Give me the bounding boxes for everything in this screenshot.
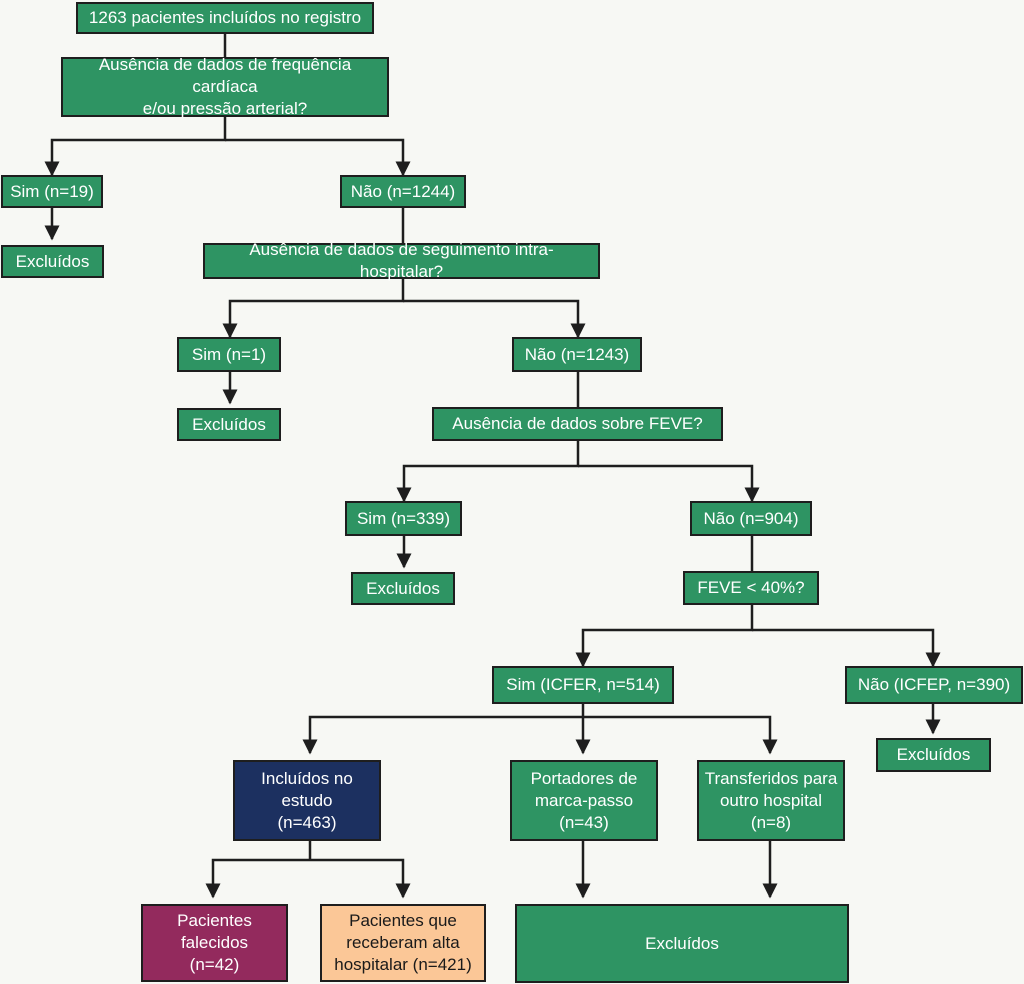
excluded-box: Excluídos: [876, 738, 991, 772]
connector: [396, 440, 580, 503]
connector: [752, 628, 941, 668]
discharged-patients-box: Pacientes que receberam alta hospitalar …: [320, 904, 486, 982]
excluded-box-final: Excluídos: [515, 904, 849, 983]
excluded-box: Excluídos: [351, 572, 455, 605]
icfer-box: Sim (ICFER, n=514): [492, 666, 674, 704]
total-patients-box: 1263 pacientes incluídos no registro: [76, 2, 374, 34]
connector: [225, 138, 411, 177]
excluded-box: Excluídos: [1, 245, 104, 278]
connector: [583, 715, 778, 755]
connector: [575, 604, 754, 668]
transferred-box: Transferidos para outro hospital (n=8): [697, 760, 845, 841]
no-box-n1243: Não (n=1243): [512, 337, 642, 372]
feve-40-question-box: FEVE < 40%?: [683, 571, 819, 605]
feve-question-box: Ausência de dados sobre FEVE?: [432, 407, 723, 441]
connector: [403, 299, 586, 339]
no-box-n1244: Não (n=1244): [340, 175, 466, 208]
yes-box-n19: Sim (n=19): [1, 175, 103, 208]
connector: [205, 858, 310, 899]
connector: [578, 464, 760, 503]
connector: [302, 715, 583, 755]
included-study-box: Incluídos no estudo (n=463): [233, 760, 381, 841]
deceased-patients-box: Pacientes falecidos (n=42): [141, 904, 288, 982]
hr-bp-question-box: Ausência de dados de frequência cardíaca…: [61, 55, 389, 118]
yes-box-n339: Sim (n=339): [345, 501, 462, 536]
connector: [44, 116, 227, 177]
followup-question-box: Ausência de dados de seguimento intra-ho…: [203, 240, 600, 281]
pacemaker-box: Portadores de marca-passo (n=43): [510, 760, 658, 841]
no-box-n904: Não (n=904): [690, 501, 812, 536]
excluded-box: Excluídos: [177, 408, 281, 441]
icfep-box: Não (ICFEP, n=390): [845, 666, 1023, 704]
yes-box-n1: Sim (n=1): [177, 337, 281, 372]
connector: [310, 858, 411, 899]
connector: [222, 278, 405, 339]
